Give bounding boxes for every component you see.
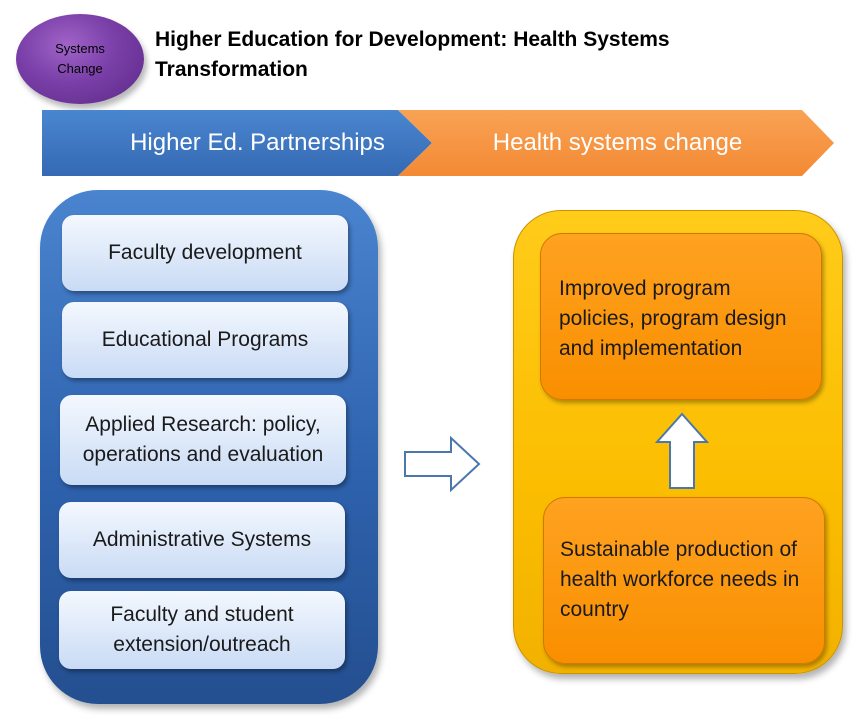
item-faculty-development: Faculty development [62, 215, 348, 291]
item-label: Administrative Systems [92, 528, 312, 551]
outcome-improved-programs: Improved program policies, program desig… [540, 233, 822, 400]
item-label: Educational Programs [101, 328, 309, 351]
item-label: Faculty development [108, 241, 302, 264]
item-label: Faculty and student extension/outreach [110, 603, 294, 656]
item-applied-research: Applied Research: policy, operations and… [60, 395, 346, 485]
diagram-title: Higher Education for Development: Health… [155, 28, 670, 81]
badge-label: Systems Change [55, 41, 105, 76]
banner-segment-orange [398, 110, 834, 176]
item-label: Applied Research: policy, operations and… [82, 413, 324, 466]
chevron-banner [42, 110, 834, 176]
item-administrative-systems: Administrative Systems [59, 502, 345, 578]
outcome-label: Sustainable production of health workfor… [560, 538, 800, 621]
item-faculty-student-extension: Faculty and student extension/outreach [59, 591, 345, 669]
up-arrow-icon [655, 412, 709, 489]
outcome-label: Improved program policies, program desig… [559, 277, 787, 360]
banner-segment-blue [42, 110, 432, 176]
right-arrow-icon [404, 436, 481, 492]
outcome-sustainable-workforce: Sustainable production of health workfor… [543, 497, 825, 664]
banner-label-health-systems: Health systems change [492, 129, 743, 156]
item-educational-programs: Educational Programs [62, 302, 348, 378]
systems-change-badge: Systems Change [16, 14, 144, 104]
banner-label-partnerships: Higher Ed. Partnerships [130, 129, 385, 156]
